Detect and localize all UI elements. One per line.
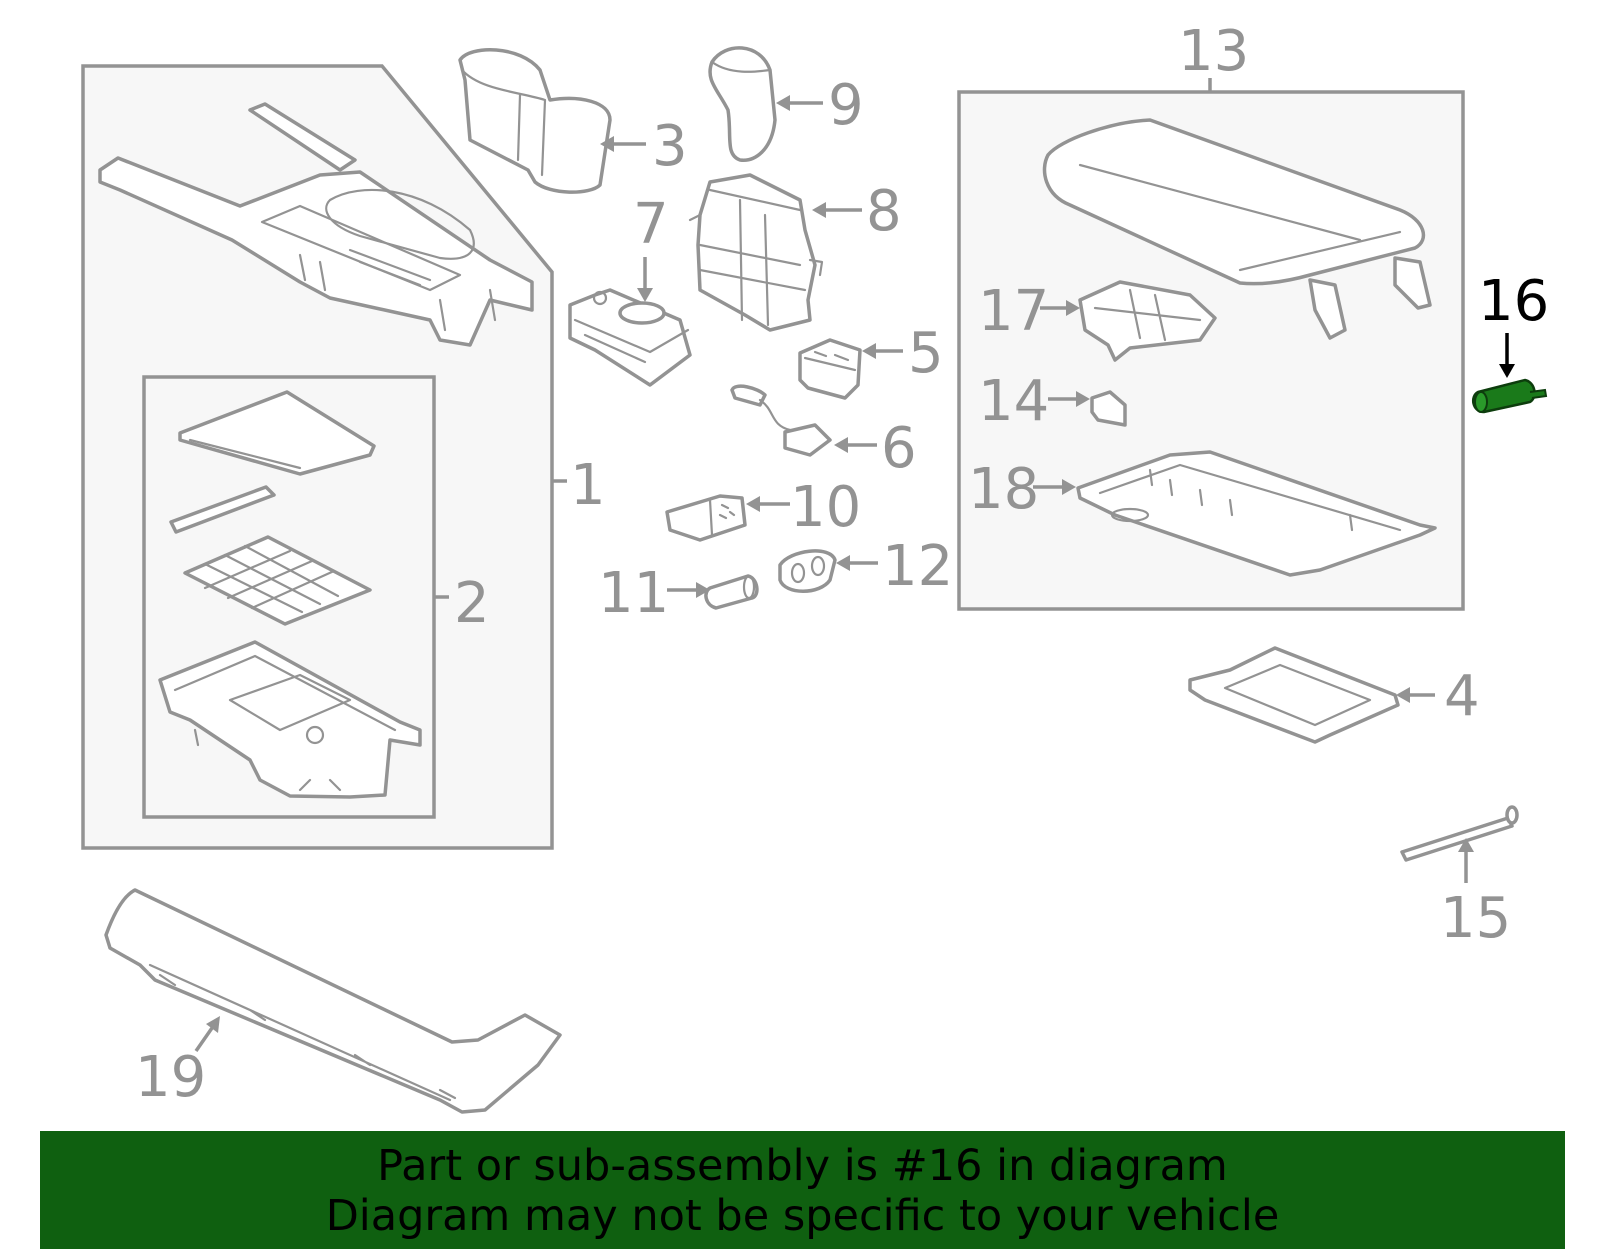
console-panel-part (98, 102, 534, 347)
banner-part-message: Part or sub-assembly is #16 in diagram (377, 1141, 1228, 1191)
callout-3: 3 (652, 114, 688, 179)
bezel-part (778, 549, 837, 593)
callout-6: 6 (881, 416, 917, 481)
callout-18: 18 (968, 457, 1039, 522)
callout-12: 12 (882, 534, 953, 599)
callout-15: 15 (1440, 886, 1511, 951)
banner-disclaimer: Diagram may not be specific to your vehi… (325, 1191, 1280, 1241)
armrest-lid-part (1042, 118, 1432, 340)
sensor-harness-part (730, 384, 832, 457)
callout-8: 8 (866, 179, 902, 244)
callout-11: 11 (598, 561, 669, 626)
console-tray-part (1188, 646, 1400, 744)
callout-2: 2 (454, 571, 490, 636)
callout-7: 7 (633, 192, 669, 257)
callout-17: 17 (978, 279, 1049, 344)
control-dial-part (568, 288, 692, 387)
mat-grid-part (183, 535, 372, 626)
callout-14: 14 (978, 369, 1049, 434)
highlighted-part-16 (1471, 378, 1548, 414)
lamp-socket-part (704, 574, 759, 610)
storage-tray-part (158, 640, 422, 799)
trim-strip-part (169, 485, 276, 534)
switch-part (798, 338, 862, 400)
storage-lid-part (178, 390, 376, 476)
callout-1: 1 (570, 453, 606, 518)
side-trim-part (104, 888, 562, 1114)
leader-lines (194, 78, 1515, 1052)
shift-knob-part (708, 46, 777, 162)
callout-19: 19 (135, 1045, 206, 1110)
callout-4: 4 (1444, 664, 1480, 729)
callout-13: 13 (1178, 19, 1249, 84)
callout-16-highlighted: 16 (1478, 269, 1549, 334)
callout-10: 10 (790, 475, 861, 540)
callout-labels: 1 2 3 4 5 6 7 8 9 10 11 12 13 14 15 16 1… (135, 19, 1549, 1110)
module-part (665, 494, 747, 542)
info-banner: Part or sub-assembly is #16 in diagram D… (40, 1131, 1565, 1249)
hinge-pin-part (1400, 805, 1519, 862)
callout-9: 9 (828, 73, 864, 138)
inner-tray-part (1076, 450, 1437, 577)
latch-part (1078, 280, 1217, 362)
shifter-assembly-part (688, 173, 824, 332)
clip-part (1090, 390, 1127, 427)
cup-holder-part (458, 48, 612, 194)
callout-5: 5 (908, 321, 944, 386)
